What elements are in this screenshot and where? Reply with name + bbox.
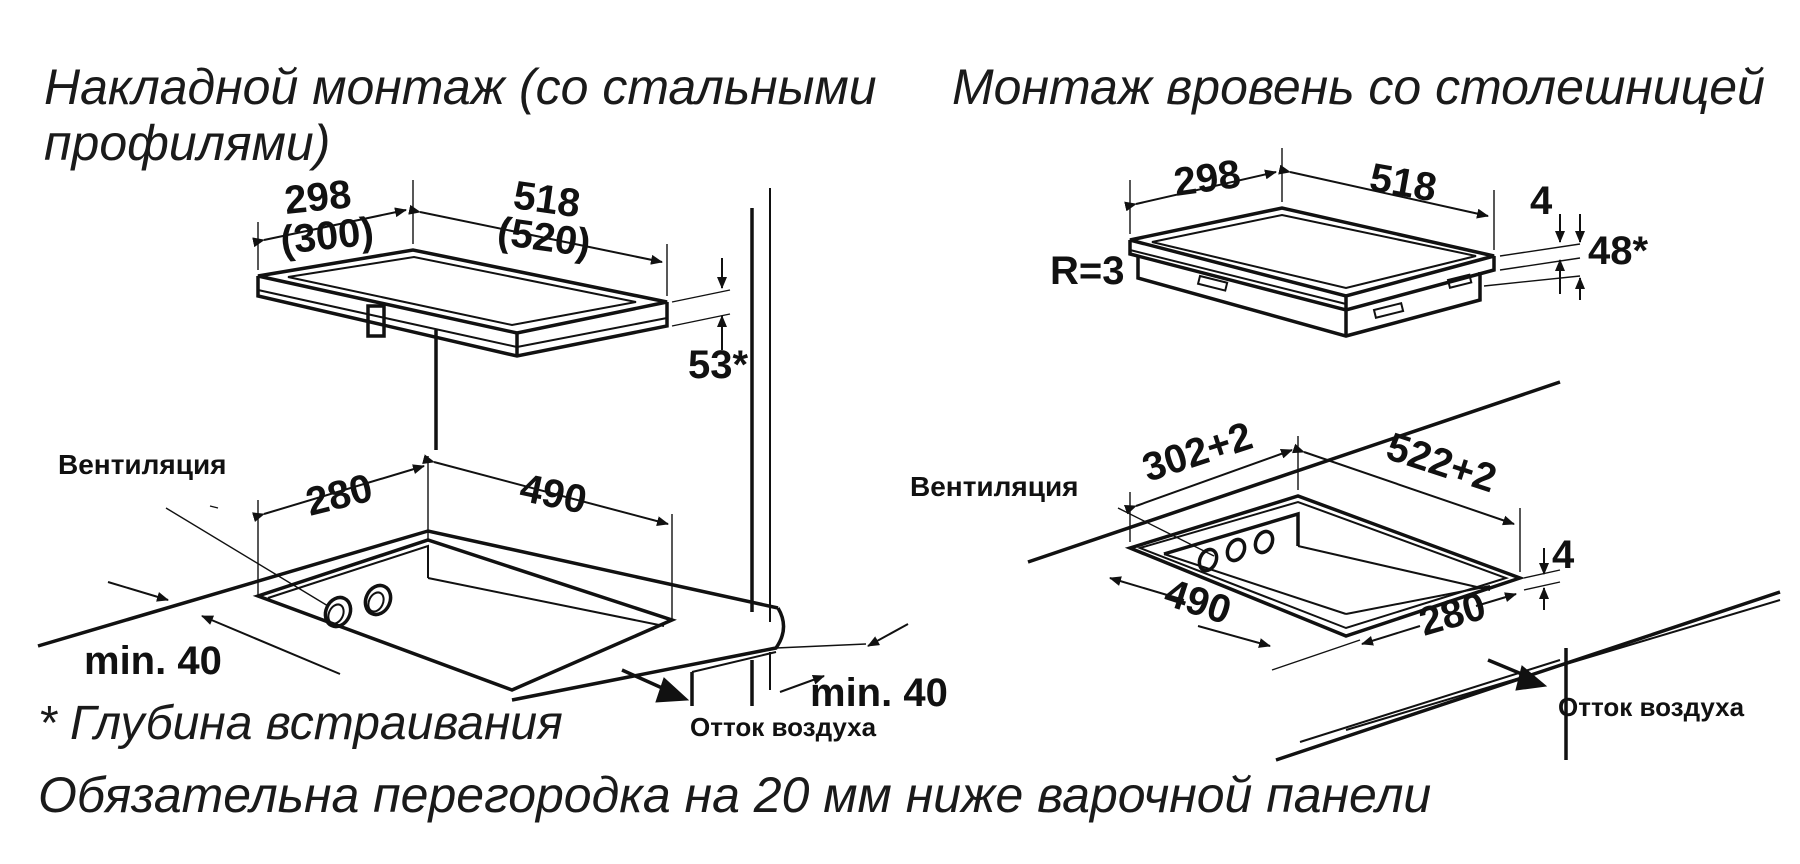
left-hob-height: 53* bbox=[688, 343, 748, 387]
right-ventilation-label: Вентиляция bbox=[910, 471, 1079, 502]
right-diagram: 298 518 R=3 4 48* 302+2 522+2 Вентиляция… bbox=[910, 148, 1781, 762]
right-title: Монтаж вровень со столешницей bbox=[952, 59, 1765, 115]
left-title-line-1: Накладной монтаж (со стальными bbox=[44, 59, 877, 115]
left-airflow-label: Отток воздуха bbox=[690, 712, 877, 742]
left-hob-depth: 518 bbox=[511, 173, 583, 226]
right-cutout-step: 4 bbox=[1552, 533, 1575, 577]
left-min-front: min. 40 bbox=[84, 639, 222, 683]
right-hob-radius: R=3 bbox=[1050, 249, 1125, 293]
right-hob-dimensions bbox=[1124, 148, 1585, 300]
left-diagram: 298 (300) 518 (520) 53* 280 490 Вентиляц… bbox=[37, 172, 948, 742]
right-cutout-dimensions bbox=[1109, 436, 1561, 691]
left-hob-dimensions bbox=[252, 180, 731, 350]
right-hob-width: 298 bbox=[1171, 152, 1243, 205]
right-hob-step: 4 bbox=[1530, 179, 1553, 223]
left-hob-width: 298 bbox=[282, 172, 353, 223]
left-cutout-dimensions bbox=[107, 454, 909, 703]
left-cutout-width: 280 bbox=[302, 466, 377, 525]
left-cutout-depth: 490 bbox=[516, 466, 590, 523]
left-ventilation-label: Вентиляция bbox=[58, 449, 227, 480]
left-hob bbox=[256, 248, 669, 450]
left-title-line-2: профилями) bbox=[44, 115, 331, 171]
left-hob-depth-alt: (520) bbox=[495, 209, 594, 266]
right-hob-depth: 518 bbox=[1366, 156, 1439, 211]
footnote: * Глубина встраивания bbox=[38, 697, 563, 750]
right-airflow-label: Отток воздуха bbox=[1558, 692, 1745, 722]
right-hob-height: 48* bbox=[1588, 229, 1648, 273]
left-wall bbox=[750, 188, 771, 706]
right-cutout-width: 302+2 bbox=[1137, 414, 1257, 491]
left-min-back: min. 40 bbox=[810, 671, 948, 715]
left-hob-width-alt: (300) bbox=[278, 209, 375, 263]
right-cutout-depth: 522+2 bbox=[1381, 425, 1501, 502]
right-hob bbox=[1128, 206, 1496, 338]
right-inner-width: 280 bbox=[1414, 584, 1490, 645]
partition-note: Обязательна перегородка на 20 мм ниже ва… bbox=[38, 767, 1432, 823]
